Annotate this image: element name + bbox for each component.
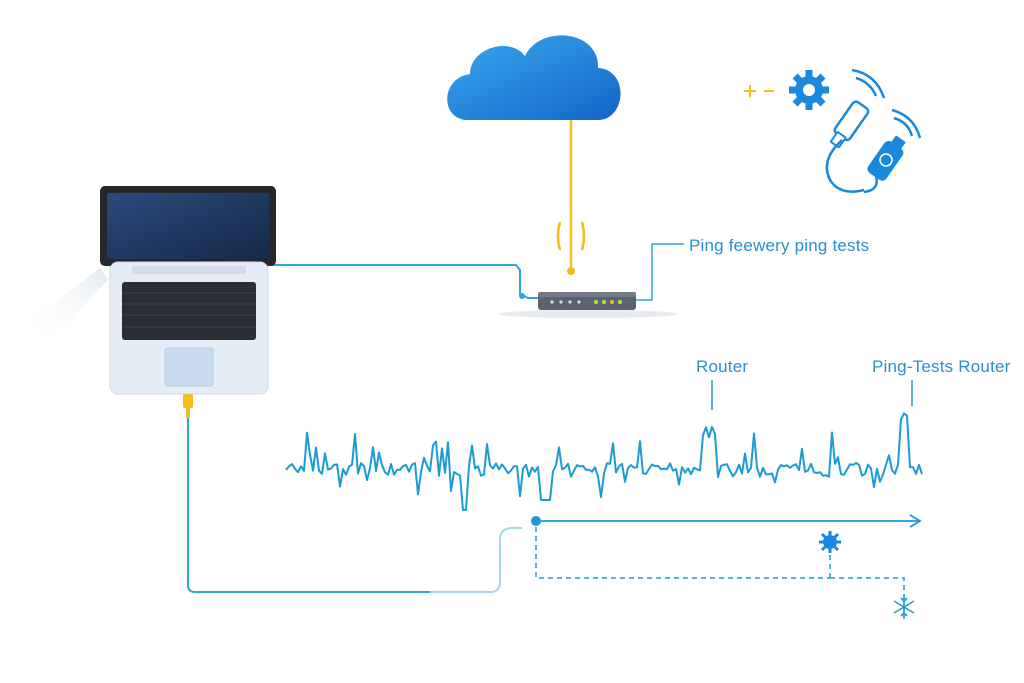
ping-tests-router-label: Ping-Tests Router	[872, 357, 1011, 376]
laptop-test-cable-faded	[430, 527, 522, 593]
gear-icon-small	[819, 531, 841, 553]
laptop-touchpad	[164, 347, 214, 387]
laptop-router-cable	[270, 264, 538, 299]
laptop-icon	[20, 186, 276, 395]
cloud-icon	[447, 35, 621, 120]
plus-minus-icon	[744, 85, 774, 97]
laptop-test-cable	[187, 418, 430, 593]
cloud-router-link	[556, 120, 586, 275]
snowflake-icon	[893, 595, 915, 619]
heartbeat-waveform	[285, 412, 923, 511]
wifi-signal-icon	[851, 68, 922, 139]
gear-icon	[789, 70, 829, 110]
laptop-keyboard	[122, 282, 256, 340]
timeline-arrow	[531, 514, 922, 528]
ping-tests-label: Ping feewery ping tests	[689, 236, 870, 255]
router-status-leds	[550, 300, 622, 304]
usb-plug-icon	[825, 100, 906, 194]
router-label: Router	[696, 357, 749, 376]
router-icon	[498, 292, 678, 318]
laptop-keys	[122, 292, 256, 328]
dashed-test-path	[535, 527, 905, 596]
ping-label-leader	[636, 243, 684, 301]
ethernet-plug-icon	[183, 394, 193, 418]
